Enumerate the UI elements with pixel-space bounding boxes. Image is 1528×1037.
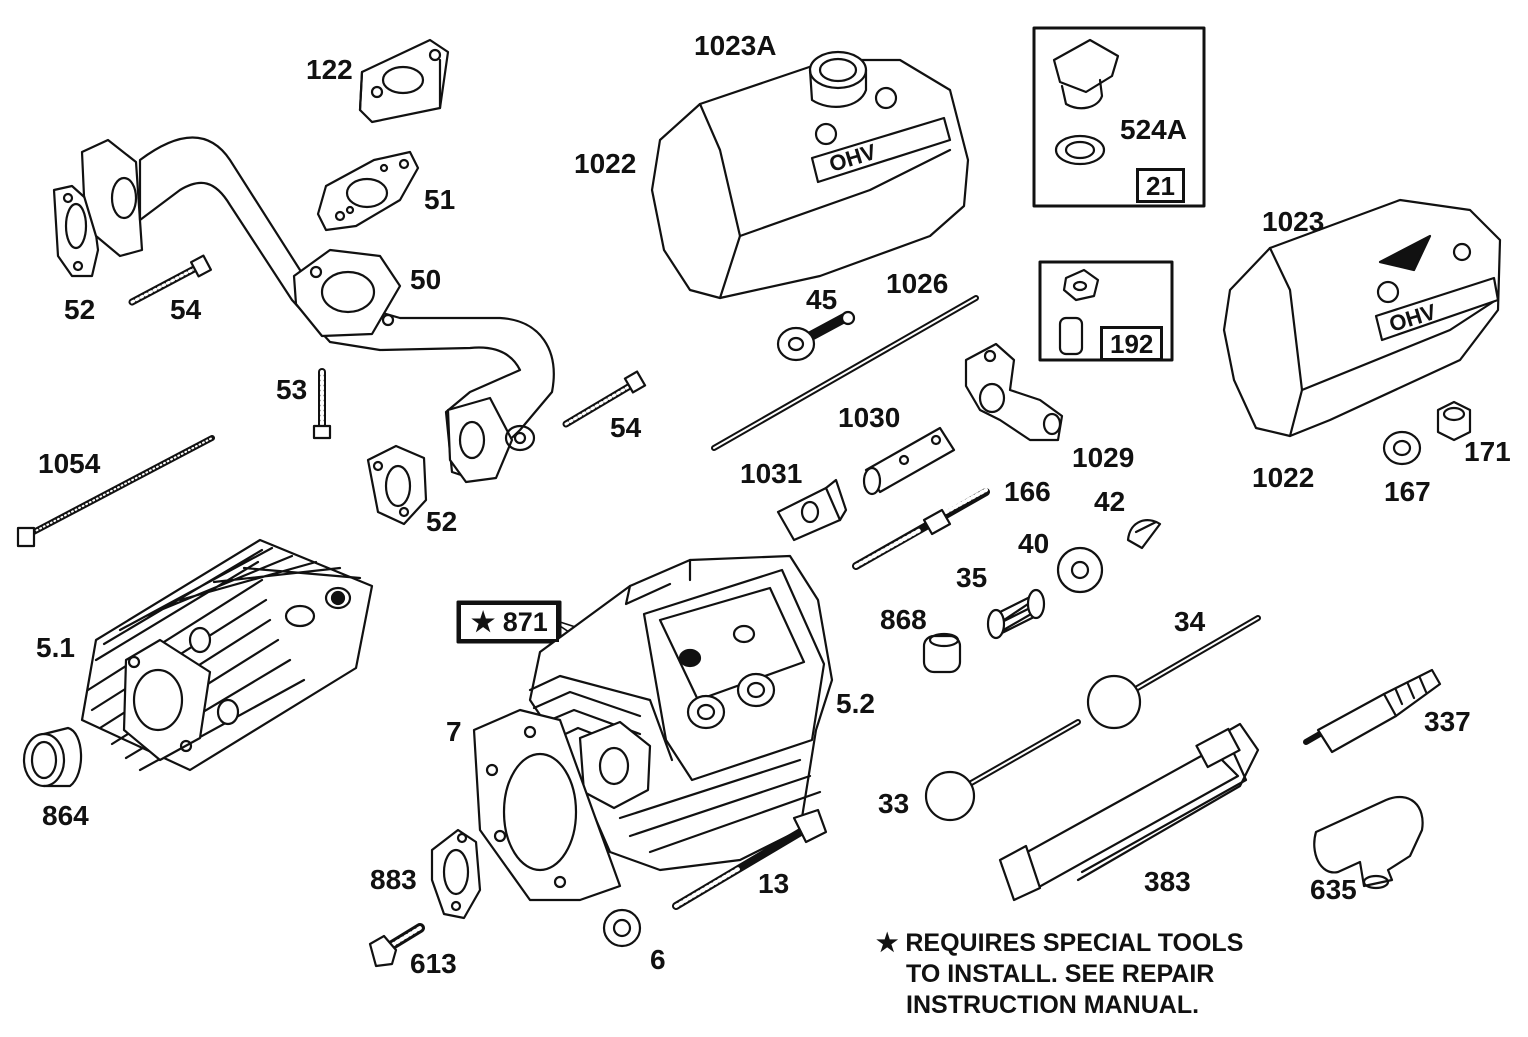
manifold-50 [80,136,555,484]
label-35: 35 [956,562,988,593]
rocker-shaft-1030 [862,426,956,496]
gasket-51 [316,150,420,232]
label-33: 33 [878,788,910,819]
label-166: 166 [1004,476,1051,507]
label-5-2: 5.2 [836,688,875,719]
oil-cap-box-21 [1032,26,1206,208]
rocker-arm-1029 [964,342,1064,442]
valve-34 [1086,615,1261,730]
label-1026: 1026 [886,268,949,299]
washer-167 [1382,430,1422,466]
cable-tie-1054 [16,435,215,548]
label-171: 171 [1464,436,1511,467]
retainer-40 [1056,546,1104,594]
washer-6 [602,908,642,948]
label-1023: 1023 [1262,206,1325,237]
head-bolt-13 [672,808,828,910]
valve-cover-1023a: OHV [650,50,970,300]
nut-171 [1436,400,1472,442]
label-1029: 1029 [1072,442,1135,473]
label-53: 53 [276,374,308,405]
label-883: 883 [370,864,417,895]
label-54-right: 54 [610,412,642,443]
valve-cover-1023: OHV [1222,198,1502,438]
label-1022-left: 1022 [574,148,637,179]
push-rod-1026 [711,295,979,451]
note-line-1: ★ REQUIRES SPECIAL TOOLS [876,929,1244,957]
label-192: 192 [1100,326,1164,361]
label-1030: 1030 [838,402,901,433]
label-167: 167 [1384,476,1431,507]
gasket-block-122 [358,38,450,124]
spark-plug-337 [1303,668,1442,754]
label-54-left: 54 [170,294,202,325]
label-5-1: 5.1 [36,632,75,663]
label-524a: 524A [1120,114,1187,145]
bolt-54-left [128,254,213,306]
label-1023a: 1023A [694,30,777,61]
spark-boot-635 [1313,795,1424,890]
label-337: 337 [1424,706,1471,737]
label-52-right: 52 [426,506,458,537]
label-6: 6 [650,944,666,975]
stud-166 [852,488,990,570]
guide-1031 [776,478,848,542]
label-52-left: 52 [64,294,96,325]
valve-seal-868 [922,632,962,674]
label-51: 51 [424,184,456,215]
label-40: 40 [1018,528,1050,559]
rocker-pivot-45 [776,310,856,362]
label-13: 13 [758,868,790,899]
note-line-3: INSTRUCTION MANUAL. [906,991,1200,1019]
stud-53 [312,368,332,440]
label-42: 42 [1094,486,1126,517]
label-1054: 1054 [38,448,101,479]
label-383: 383 [1144,866,1191,897]
label-122: 122 [306,54,353,85]
label-1031: 1031 [740,458,803,489]
label-7: 7 [446,716,462,747]
label-50: 50 [410,264,442,295]
label-613: 613 [410,948,457,979]
cylinder-head-5-1 [80,538,374,772]
gasket-52-right [366,444,428,526]
label-1022-right: 1022 [1252,462,1315,493]
valve-33 [924,719,1081,822]
label-868: 868 [880,604,927,635]
label-864: 864 [42,800,89,831]
bolt-613 [368,923,425,968]
label-45: 45 [806,284,838,315]
note-line-2: TO INSTALL. SEE REPAIR [906,960,1215,988]
label-21: 21 [1136,168,1185,203]
keeper-42 [1126,519,1162,550]
special-tools-note: ★ REQUIRES SPECIAL TOOLS TO INSTALL. SEE… [876,928,1243,1021]
cylinder-head-5-2 [528,554,834,872]
spring-35 [986,588,1046,640]
label-871: ★ 871 [458,602,559,642]
gasket-883 [430,828,482,920]
label-34: 34 [1174,606,1206,637]
bolt-54-right [562,370,647,428]
head-gasket-7 [472,708,622,902]
label-635: 635 [1310,874,1357,905]
compressor-tool-383 [998,722,1260,902]
seal-864 [22,726,83,788]
